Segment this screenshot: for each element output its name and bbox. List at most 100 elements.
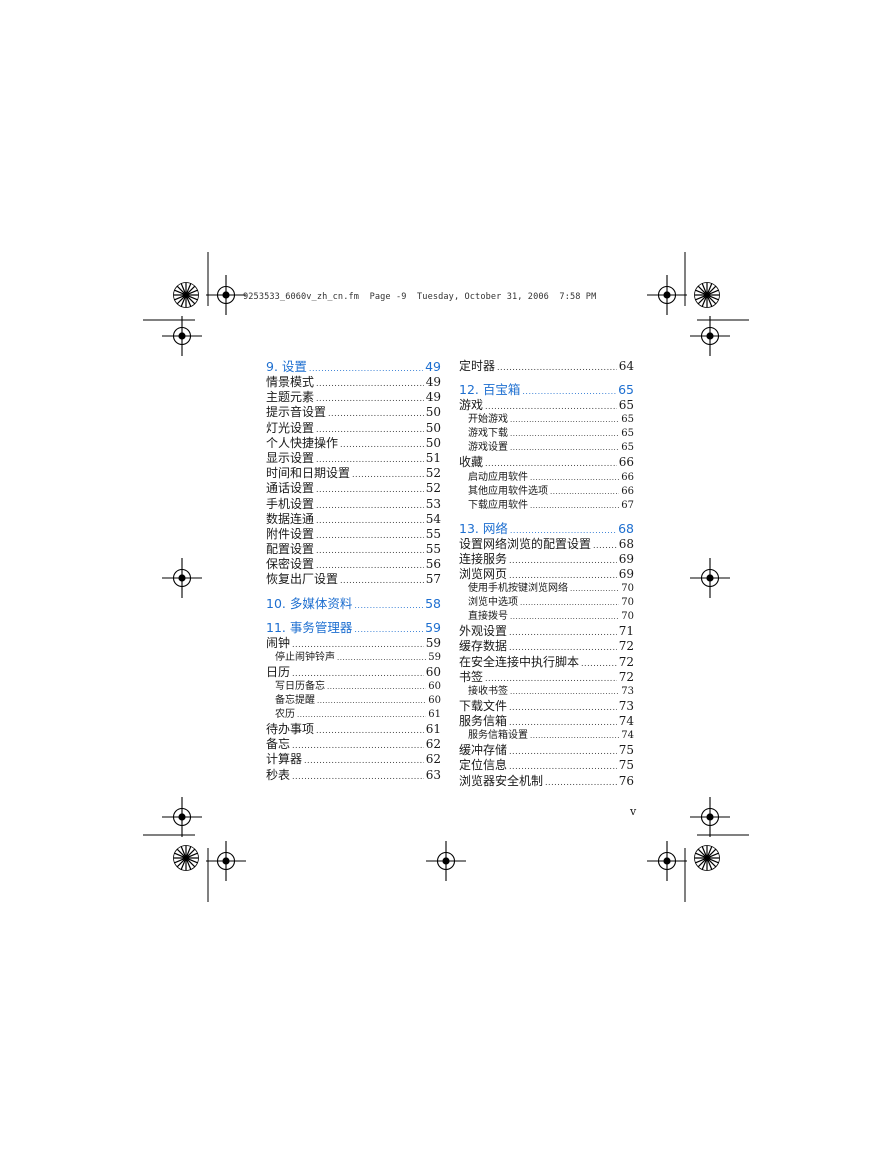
toc-entry[interactable]: 通话设置52: [266, 481, 441, 496]
toc-chapter[interactable]: 11. 事务管理器59: [266, 620, 441, 636]
dot-leader: [510, 610, 619, 624]
toc-entry[interactable]: 保密设置56: [266, 557, 441, 572]
toc-entry[interactable]: 连接服务69: [459, 552, 634, 567]
toc-subentry[interactable]: 下载应用软件67: [459, 499, 634, 513]
toc-entry[interactable]: 提示音设置50: [266, 405, 441, 420]
toc-subentry[interactable]: 使用手机按键浏览网络70: [459, 582, 634, 596]
toc-entry[interactable]: 附件设置55: [266, 527, 441, 542]
toc-entry[interactable]: 恢复出厂设置57: [266, 572, 441, 587]
toc-subentry[interactable]: 备忘提醒60: [266, 694, 441, 708]
toc-page-number: 68: [618, 520, 634, 536]
toc-entry[interactable]: 待办事项61: [266, 722, 441, 737]
toc-entry[interactable]: 时间和日期设置52: [266, 466, 441, 481]
toc-entry-title: 其他应用软件选项: [468, 485, 548, 497]
toc-entry[interactable]: 在安全连接中执行脚本72: [459, 655, 634, 670]
toc-entry[interactable]: 秒表63: [266, 768, 441, 783]
toc-entry[interactable]: 浏览器安全机制76: [459, 774, 634, 789]
toc-entry[interactable]: 浏览网页 69: [459, 567, 634, 582]
toc-subentry[interactable]: 写日历备忘60: [266, 680, 441, 694]
toc-subentry[interactable]: 开始游戏65: [459, 413, 634, 427]
toc-page-number: 62: [425, 752, 441, 767]
toc-entry-title: 浏览网页: [459, 566, 508, 581]
toc-chapter[interactable]: 12. 百宝箱65: [459, 382, 634, 398]
toc-entry-title: 启动应用软件: [468, 471, 528, 483]
toc-entry[interactable]: 下载文件 73: [459, 699, 634, 714]
dot-leader: [485, 456, 617, 471]
toc-subentry[interactable]: 接收书签73: [459, 685, 634, 699]
toc-entry-title: 备忘: [266, 737, 291, 752]
toc-entry-title: 下载应用软件: [468, 499, 528, 511]
toc-page-number: 73: [618, 698, 634, 713]
toc-entry-title: 外观设置: [459, 624, 508, 639]
toc-entry[interactable]: 定时器64: [459, 359, 634, 374]
toc-page-number: 63: [425, 767, 441, 782]
toc-subentry[interactable]: 直接拨号70: [459, 610, 634, 624]
toc-subentry[interactable]: 农历61: [266, 708, 441, 722]
toc-entry[interactable]: 灯光设置50: [266, 421, 441, 436]
toc-entry[interactable]: 服务信箱74: [459, 714, 634, 729]
toc-subentry[interactable]: 浏览中选项70: [459, 596, 634, 610]
toc-entry-title: 收藏: [459, 455, 484, 470]
toc-entry[interactable]: 闹钟59: [266, 636, 441, 651]
toc-entry[interactable]: 日历60: [266, 665, 441, 680]
toc-entry[interactable]: 数据连通 54: [266, 512, 441, 527]
toc-page-number: 60: [428, 695, 441, 706]
toc-column-right: 定时器6412. 百宝箱65游戏65开始游戏65游戏下载65游戏设置65收藏66…: [459, 359, 634, 789]
toc-subentry[interactable]: 游戏设置65: [459, 441, 634, 455]
toc-entry[interactable]: 游戏65: [459, 398, 634, 413]
toc-entry[interactable]: 缓存数据72: [459, 639, 634, 654]
toc-page-number: 65: [621, 428, 634, 440]
toc-entry[interactable]: 备忘62: [266, 737, 441, 752]
toc-page-number: 50: [425, 405, 441, 420]
toc-entry-title: 附件设置: [266, 526, 315, 541]
dot-leader: [510, 427, 619, 441]
toc-page-number: 54: [425, 511, 441, 526]
toc-entry[interactable]: 缓冲存储75: [459, 743, 634, 758]
toc-entry-title: 开始游戏: [468, 414, 508, 426]
toc-page-number: 49: [425, 359, 441, 374]
toc-entry-title: 显示设置: [266, 450, 315, 465]
toc-page-number: 76: [618, 773, 634, 788]
dot-leader: [316, 723, 424, 738]
toc-entry-title: 直接拨号: [468, 611, 508, 623]
toc-entry[interactable]: 显示设置51: [266, 451, 441, 466]
toc-page-number: 74: [621, 730, 634, 742]
dot-leader: [340, 573, 424, 588]
toc-page-number: 49: [425, 375, 441, 389]
toc-entry[interactable]: 书签72: [459, 670, 634, 685]
toc-entry[interactable]: 设置网络浏览的配置设置68: [459, 537, 634, 552]
dot-leader: [509, 744, 617, 759]
dot-leader: [292, 738, 424, 753]
toc-chapter[interactable]: 13. 网络68: [459, 521, 634, 537]
toc-entry-title: 农历: [275, 709, 295, 720]
toc-subentry[interactable]: 停止闹钟铃声59: [266, 651, 441, 665]
toc-subentry[interactable]: 游戏下载65: [459, 427, 634, 441]
toc-entry-title: 数据连通: [266, 511, 315, 526]
toc-chapter[interactable]: 9. 设置49: [266, 359, 441, 375]
toc-entry-title: 通话设置: [266, 481, 315, 496]
toc-page-number: 56: [425, 557, 441, 572]
dot-leader: [352, 467, 424, 482]
toc-entry[interactable]: 手机设置53: [266, 497, 441, 512]
toc-page-number: 70: [621, 597, 634, 609]
toc-entry[interactable]: 定位信息75: [459, 758, 634, 773]
toc-page-number: 69: [618, 551, 634, 566]
toc-entry[interactable]: 情景模式49: [266, 375, 441, 390]
file-header: 9253533_6060v_zh_cn.fm Page -9 Tuesday, …: [243, 292, 597, 302]
dot-leader: [530, 471, 619, 485]
toc-entry[interactable]: 计算器62: [266, 752, 441, 767]
dot-leader: [530, 729, 619, 743]
toc-subentry[interactable]: 启动应用软件66: [459, 471, 634, 485]
toc-entry[interactable]: 外观设置71: [459, 624, 634, 639]
dot-leader: [304, 753, 424, 768]
toc-entry[interactable]: 配置设置55: [266, 542, 441, 557]
toc-subentry[interactable]: 其他应用软件选项66: [459, 485, 634, 499]
toc-entry[interactable]: 主题元素49: [266, 390, 441, 405]
toc-page-number: 69: [618, 566, 634, 581]
toc-entry-title: 下载文件: [459, 698, 508, 713]
toc-entry-title: 书签: [459, 669, 484, 684]
toc-chapter[interactable]: 10. 多媒体资料58: [266, 596, 441, 612]
toc-subentry[interactable]: 服务信箱设置74: [459, 729, 634, 743]
toc-entry[interactable]: 收藏66: [459, 455, 634, 470]
toc-entry[interactable]: 个人快捷操作50: [266, 436, 441, 451]
